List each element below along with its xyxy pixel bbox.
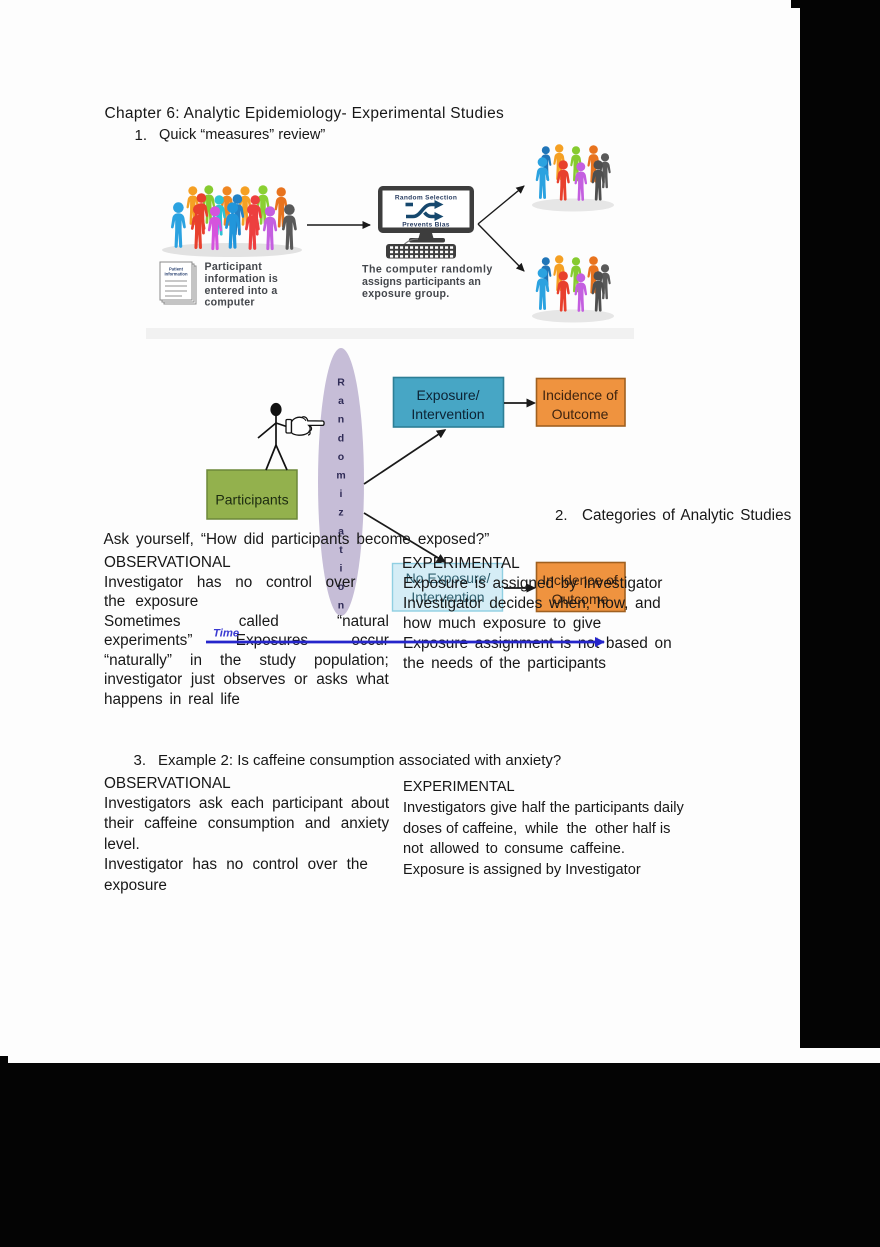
svg-text:n: n <box>338 414 344 426</box>
svg-text:t: t <box>339 544 343 556</box>
svg-text:d: d <box>338 432 344 444</box>
svg-text:i: i <box>340 563 343 575</box>
svg-text:o: o <box>338 451 344 463</box>
svg-text:Time: Time <box>213 628 239 640</box>
svg-text:Random Selection: Random Selection <box>395 195 457 202</box>
svg-text:Participants: Participants <box>215 492 288 508</box>
svg-text:computer: computer <box>205 297 255 309</box>
svg-text:information is: information is <box>205 273 279 285</box>
svg-text:Incidence of: Incidence of <box>542 572 618 588</box>
svg-text:Intervention: Intervention <box>411 406 484 422</box>
svg-text:Participant: Participant <box>205 261 263 273</box>
svg-text:Incidence of: Incidence of <box>542 387 618 403</box>
svg-text:The computer randomly: The computer randomly <box>362 264 493 276</box>
svg-text:Outcome: Outcome <box>552 591 609 607</box>
svg-text:Exposure/: Exposure/ <box>416 387 479 403</box>
svg-text:No Exposure/: No Exposure/ <box>406 570 491 586</box>
svg-text:entered into a: entered into a <box>205 285 278 297</box>
svg-text:Intervention: Intervention <box>411 589 484 605</box>
svg-text:n: n <box>338 600 344 612</box>
svg-text:Information: Information <box>164 272 187 277</box>
svg-text:R: R <box>337 377 345 389</box>
svg-text:i: i <box>340 488 343 500</box>
svg-text:Prevents Bias: Prevents Bias <box>402 222 450 229</box>
svg-text:assigns participants an: assigns participants an <box>362 276 481 288</box>
svg-text:Patient: Patient <box>169 267 184 272</box>
svg-text:z: z <box>338 507 343 519</box>
svg-text:o: o <box>338 581 344 593</box>
svg-text:a: a <box>338 395 344 407</box>
svg-text:Outcome: Outcome <box>552 406 609 422</box>
svg-text:exposure group.: exposure group. <box>362 288 450 300</box>
svg-text:m: m <box>336 470 345 482</box>
svg-text:a: a <box>338 525 344 537</box>
